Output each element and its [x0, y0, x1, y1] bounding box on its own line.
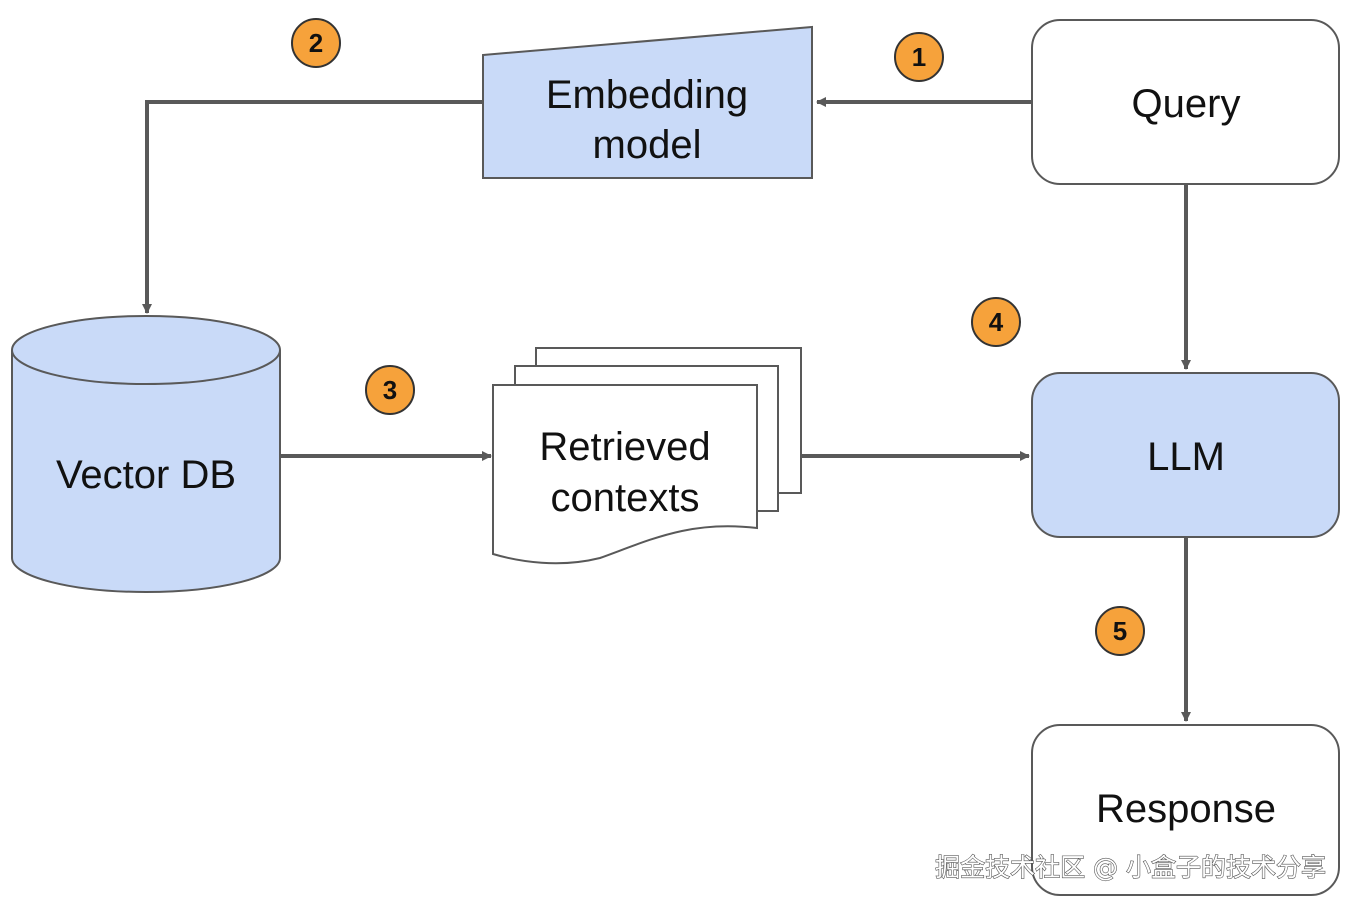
step-badge-1: 1	[894, 32, 944, 82]
embedding-model-label-line2: model	[593, 123, 702, 167]
llm-node: LLM	[1031, 372, 1340, 538]
step-badge-5-label: 5	[1113, 616, 1127, 646]
step-badge-5: 5	[1095, 606, 1145, 656]
query-label: Query	[1132, 82, 1241, 126]
response-node: Response	[1031, 724, 1340, 896]
vector-db-label: Vector DB	[56, 453, 236, 497]
retrieved-contexts-node: Retrieved contexts	[492, 347, 802, 565]
step-badge-4: 4	[971, 297, 1021, 347]
embedding-model-node: Embedding model	[482, 25, 813, 179]
step-badge-1-label: 1	[912, 42, 926, 72]
retrieved-contexts-label-line2: contexts	[551, 476, 700, 520]
vector-db-node: Vector DB	[11, 315, 281, 593]
step-badge-2: 2	[291, 18, 341, 68]
response-label: Response	[1096, 787, 1276, 831]
step-badge-4-label: 4	[989, 307, 1004, 337]
retrieved-contexts-label-line1: Retrieved	[539, 425, 710, 469]
arrow-embedding-to-vectordb	[142, 100, 483, 314]
llm-label: LLM	[1147, 435, 1225, 479]
step-badge-3: 3	[365, 365, 415, 415]
query-node: Query	[1031, 19, 1340, 185]
embedding-model-label-line1: Embedding	[546, 73, 748, 117]
connectors	[142, 97, 1191, 722]
watermark-text: 掘金技术社区 @ 小盒子的技术分享	[935, 853, 1326, 882]
step-badge-3-label: 3	[383, 375, 397, 405]
step-badge-2-label: 2	[309, 28, 323, 58]
